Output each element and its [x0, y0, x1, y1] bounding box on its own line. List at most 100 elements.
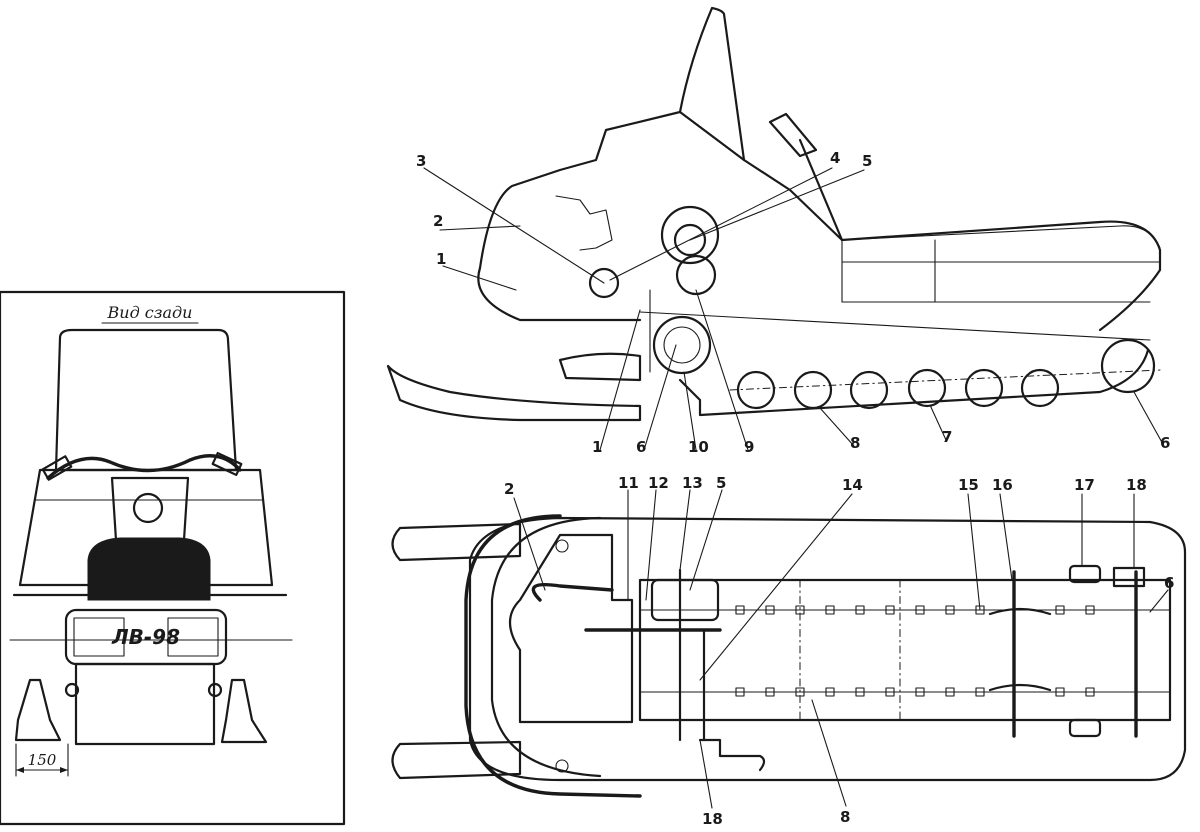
- seat-top: [841, 225, 1161, 249]
- leader-16: [999, 493, 1013, 581]
- side-ski: [386, 364, 642, 422]
- leader-2t: [513, 497, 546, 591]
- nose: [477, 266, 642, 322]
- callout: 6: [636, 438, 646, 456]
- track-lugs-lower: [735, 687, 1095, 697]
- callout: 14: [842, 476, 863, 494]
- seat: [87, 537, 211, 601]
- gear-9: [675, 254, 717, 296]
- gauge: [132, 492, 164, 524]
- callout: 2: [433, 212, 443, 230]
- leader-14: [699, 493, 853, 681]
- leader-8t: [811, 699, 847, 807]
- gear-hub-4: [673, 223, 707, 257]
- rear-idler: [1100, 338, 1156, 394]
- leader-18b: [699, 739, 713, 809]
- leader-9: [695, 289, 749, 451]
- leader-1b: [599, 309, 641, 451]
- windshield: [54, 328, 238, 472]
- bracket-upper: [1112, 566, 1146, 588]
- leader-5t: [689, 489, 723, 591]
- road-wheel: [907, 368, 947, 408]
- ski-strut: [558, 352, 642, 382]
- callout: 11: [618, 474, 639, 492]
- leader-6: [643, 344, 677, 451]
- rear-view-title: Вид сзади: [107, 303, 193, 322]
- cowl-edge: [490, 516, 602, 778]
- leader-15: [967, 493, 981, 611]
- callout: 8: [850, 434, 860, 452]
- bolt: [555, 539, 569, 553]
- springs: [988, 607, 1052, 692]
- callout: 8: [840, 808, 850, 826]
- handle-grip-right: [211, 451, 243, 477]
- engine-detail: [555, 195, 613, 251]
- road-wheel: [793, 370, 833, 410]
- road-wheel: [849, 370, 889, 410]
- leader-7: [929, 404, 947, 441]
- side-windshield: [678, 6, 746, 162]
- engine-block: [508, 533, 634, 724]
- leader-6t: [1149, 589, 1169, 613]
- exhaust-pipe: [531, 582, 614, 602]
- rear-view-frame: [0, 290, 346, 826]
- top-ski-lower: [391, 740, 522, 780]
- ski-right: [220, 678, 268, 744]
- leader-12: [645, 489, 657, 601]
- wheel-centerline: [729, 369, 1161, 391]
- rear-view: Вид сзади ЛВ-98 150: [0, 290, 346, 826]
- top-ski-upper: [391, 522, 522, 562]
- body-outline: [478, 110, 1162, 332]
- bolt: [555, 759, 569, 773]
- callout: 10: [688, 438, 709, 456]
- side-view: 1 2 3 4 5 1 6 10 9 8 7 6: [386, 6, 1170, 456]
- shock-lower: [1068, 718, 1102, 738]
- callout: 18: [1126, 476, 1147, 494]
- tail-light-right: [167, 617, 219, 657]
- callout: 3: [416, 152, 426, 170]
- drive-gear-4: [660, 205, 720, 265]
- callout: 5: [862, 152, 872, 170]
- leader-8: [819, 407, 855, 447]
- leader-6b: [1133, 391, 1165, 447]
- handlebar: [46, 454, 242, 480]
- front-bumper: [464, 514, 642, 798]
- ski-joint-left: [64, 682, 80, 698]
- sprocket-hub: [663, 326, 701, 364]
- callout: 15: [958, 476, 979, 494]
- callout: 4: [830, 149, 840, 167]
- leader-10: [683, 371, 697, 451]
- callout: 17: [1074, 476, 1095, 494]
- tail-light-left: [73, 617, 125, 657]
- callout: 18: [702, 810, 723, 828]
- top-view: 2 11 12 13 5 14 15 16 17 18 6 18 8: [391, 474, 1187, 828]
- tunnel: [638, 578, 1172, 722]
- leader-3: [423, 167, 605, 284]
- brake-linkage: [698, 738, 766, 772]
- gearbox: [650, 578, 720, 622]
- callout: 5: [716, 474, 726, 492]
- top-body: [468, 516, 1187, 782]
- road-wheel: [736, 370, 776, 410]
- leader-5: [689, 169, 865, 241]
- license-plate: ЛВ-98: [111, 625, 180, 649]
- ski-joint-right: [207, 682, 223, 698]
- leader-4: [609, 167, 833, 281]
- road-wheel: [1020, 368, 1060, 408]
- callout: 16: [992, 476, 1013, 494]
- drive-sprocket: [652, 315, 712, 375]
- callout: 1: [436, 250, 446, 268]
- leader-13: [679, 489, 691, 571]
- body-rear: [18, 468, 274, 587]
- callout: 13: [682, 474, 703, 492]
- leader-1: [442, 265, 517, 291]
- frame-line: [639, 311, 1151, 341]
- road-wheel: [964, 368, 1004, 408]
- callout: 12: [648, 474, 669, 492]
- dimension-value: 150: [28, 751, 57, 769]
- shock-upper: [1068, 564, 1102, 584]
- callout: 6: [1164, 574, 1174, 592]
- mud-flap: [74, 662, 216, 746]
